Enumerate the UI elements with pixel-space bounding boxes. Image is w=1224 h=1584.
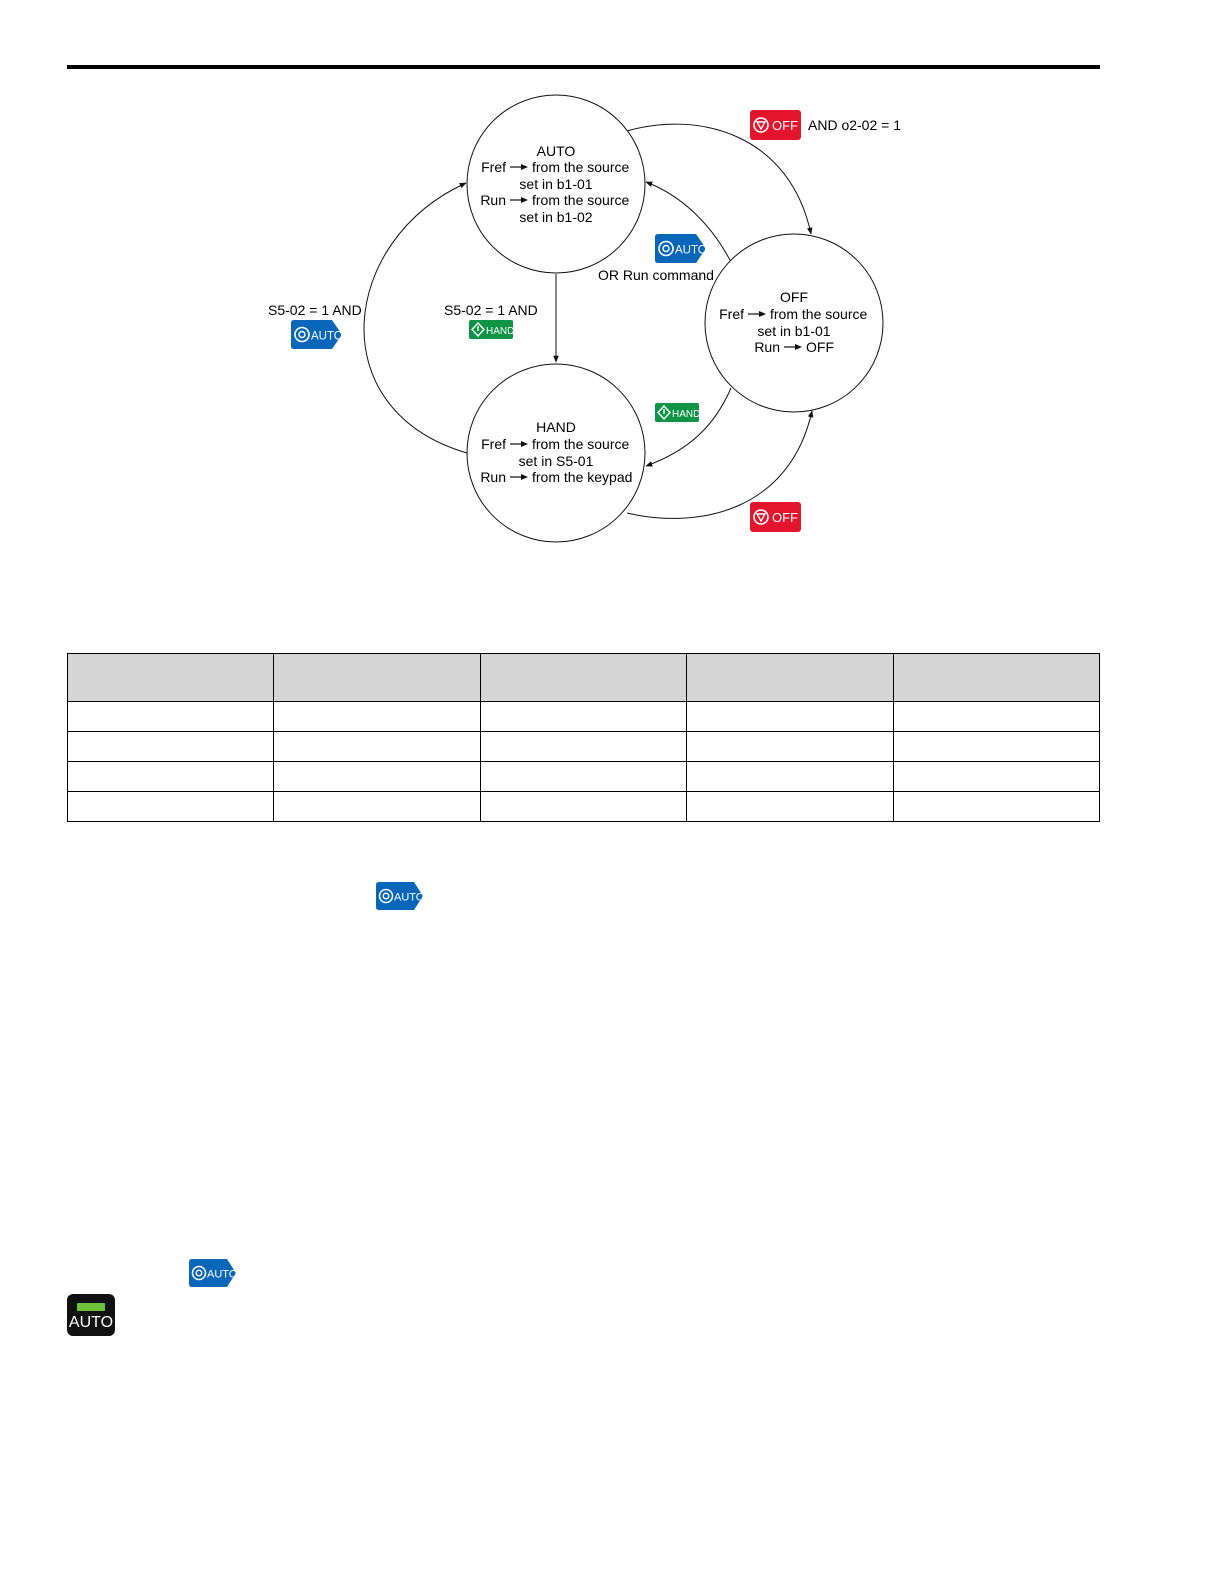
state-off-fref-text: from the source — [770, 306, 867, 322]
table-cell — [892, 701, 1101, 732]
transition-off-to-auto-condition: OR Run command — [598, 267, 714, 283]
table-cell — [273, 761, 481, 792]
arrow-icon — [510, 474, 528, 480]
table-header-cell — [273, 653, 481, 702]
state-auto: AUTO Fref from the source set in b1-01 R… — [466, 94, 646, 274]
arrow-icon — [748, 311, 766, 317]
transition-hand-to-auto — [363, 182, 468, 454]
table-cell — [892, 791, 1101, 822]
transition-auto-to-off — [626, 123, 813, 235]
off-key-icon — [753, 509, 769, 525]
table-row — [66, 761, 1101, 792]
arrow-icon — [510, 441, 528, 447]
state-off: OFF Fref from the source set in b1-01 Ru… — [704, 233, 884, 413]
auto-badge-label: AUTO — [207, 1269, 237, 1281]
auto-key-badge-inline-1: AUTO — [376, 882, 424, 910]
auto-key-badge-left: AUTO — [291, 320, 343, 349]
table-header-cell — [479, 653, 688, 702]
state-auto-run-text: from the source — [532, 192, 629, 208]
table-row — [66, 701, 1101, 732]
table-cell — [66, 761, 275, 792]
state-off-fref-param: set in b1-01 — [757, 323, 830, 339]
transition-auto-to-off-condition: AND o2-02 = 1 — [808, 117, 901, 133]
arrow-icon — [510, 197, 528, 203]
transition-hand-to-auto-condition: S5-02 = 1 AND — [268, 302, 362, 318]
off-key-badge-bottom: OFF — [750, 502, 801, 532]
table-cell — [686, 791, 894, 822]
table-cell — [686, 701, 894, 732]
state-off-run-label: Run — [754, 339, 780, 355]
auto-key-badge-right: AUTO — [655, 234, 707, 263]
table-cell — [66, 791, 275, 822]
table-row — [66, 791, 1101, 822]
table-cell — [892, 731, 1101, 762]
auto-badge-label: AUTO — [311, 331, 343, 343]
arrow-icon — [510, 164, 528, 170]
off-key-badge-top: OFF — [750, 110, 801, 140]
state-auto-fref-text: from the source — [532, 159, 629, 175]
table-row — [66, 731, 1101, 762]
state-hand-fref-text: from the source — [532, 436, 629, 452]
transition-hand-to-off — [626, 410, 814, 519]
table-cell — [479, 761, 688, 792]
auto-badge-label: AUTO — [675, 245, 707, 257]
table-cell — [66, 701, 275, 732]
led-light-icon — [77, 1303, 105, 1311]
transition-auto-to-hand-condition: S5-02 = 1 AND — [444, 302, 538, 318]
state-hand-fref-label: Fref — [481, 436, 506, 452]
state-off-run-text: OFF — [806, 339, 834, 355]
hand-key-icon — [657, 404, 671, 421]
state-hand: HAND Fref from the source set in S5-01 R… — [466, 363, 646, 543]
state-hand-fref-param: set in S5-01 — [519, 453, 594, 469]
top-rule — [67, 65, 1100, 69]
hand-key-badge-right: HAND — [655, 403, 700, 422]
transition-off-to-hand — [645, 387, 732, 467]
off-badge-label: OFF — [772, 118, 798, 133]
table-cell — [479, 731, 688, 762]
hand-badge-label: HAND — [486, 326, 514, 337]
hand-badge-label: HAND — [672, 409, 700, 420]
auto-led-indicator: AUTO — [67, 1294, 115, 1336]
state-auto-fref-label: Fref — [481, 159, 506, 175]
table-header-row — [66, 653, 1101, 702]
state-hand-run-text: from the keypad — [532, 469, 632, 485]
table-cell — [686, 731, 894, 762]
state-hand-title: HAND — [536, 419, 576, 435]
settings-table — [66, 653, 1101, 822]
auto-badge-label: AUTO — [394, 892, 424, 904]
table-header-cell — [892, 653, 1101, 702]
auto-key-icon — [378, 888, 394, 904]
off-key-icon — [753, 117, 769, 133]
hand-key-icon — [471, 321, 485, 338]
state-auto-run-param: set in b1-02 — [519, 209, 592, 225]
auto-key-icon — [294, 326, 310, 343]
auto-key-icon — [658, 240, 674, 257]
arrow-icon — [784, 344, 802, 350]
auto-led-label: AUTO — [68, 1314, 114, 1331]
table-cell — [273, 731, 481, 762]
state-hand-run-label: Run — [480, 469, 506, 485]
table-cell — [892, 761, 1101, 792]
table-cell — [686, 761, 894, 792]
transition-off-to-auto — [645, 181, 732, 263]
table-cell — [273, 791, 481, 822]
table-cell — [479, 791, 688, 822]
state-off-fref-label: Fref — [719, 306, 744, 322]
hand-key-badge-middle: HAND — [469, 320, 514, 339]
table-header-cell — [686, 653, 894, 702]
table-cell — [66, 731, 275, 762]
table-cell — [479, 701, 688, 732]
table-cell — [273, 701, 481, 732]
auto-key-icon — [191, 1265, 207, 1281]
auto-key-badge-inline-2: AUTO — [189, 1259, 237, 1287]
table-header-cell — [66, 653, 275, 702]
state-transition-diagram: AUTO Fref from the source set in b1-01 R… — [268, 94, 901, 543]
state-auto-title: AUTO — [537, 143, 576, 159]
state-off-title: OFF — [780, 289, 808, 305]
state-auto-fref-param: set in b1-01 — [519, 176, 592, 192]
off-badge-label: OFF — [772, 510, 798, 525]
state-auto-run-label: Run — [480, 192, 506, 208]
